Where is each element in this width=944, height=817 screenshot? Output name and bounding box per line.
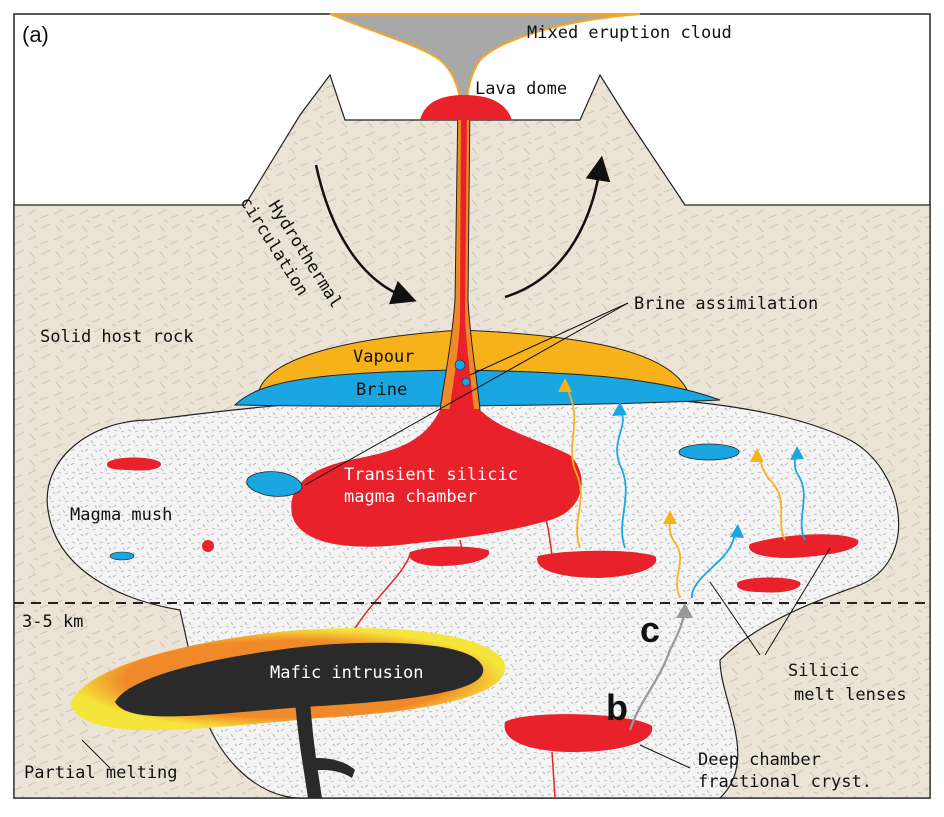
deep-fluid-arrow [628, 609, 686, 731]
label-magma-mush: Magma mush [70, 505, 172, 525]
lava-dome [420, 95, 512, 120]
leader-lines [81, 302, 831, 769]
label-host-rock: Solid host rock [40, 327, 194, 347]
brine-droplet [454, 359, 466, 371]
feeder-dike [347, 554, 411, 641]
label-chamber-line2: magma chamber [344, 487, 477, 507]
marker-c: c [640, 609, 660, 650]
label-partial-melting: Partial melting [24, 763, 178, 783]
conduit-core [448, 110, 475, 420]
leader-line [469, 302, 629, 376]
label-deep-line2: fractional cryst. [698, 772, 872, 792]
leader-line [639, 744, 691, 769]
label-brine: Brine [356, 380, 407, 400]
melt-lens [106, 457, 161, 471]
deep-chamber [504, 714, 653, 752]
label-silicic-line1: Silicic [788, 661, 860, 681]
vapour-arrow [564, 384, 582, 549]
leader-line [81, 739, 111, 769]
arrowhead [676, 603, 693, 618]
brine-arrow [691, 529, 736, 599]
label-silicic-line2: melt lenses [794, 685, 907, 705]
hydrothermal-arrow-down [314, 164, 417, 305]
leader-line [709, 581, 761, 656]
brine-pocket [109, 551, 135, 561]
arrowhead [790, 446, 804, 460]
arrowheads [558, 378, 804, 618]
transient-magma-chamber [291, 410, 582, 547]
melt-lens [749, 534, 859, 558]
label-mafic-intrusion: Mafic intrusion [270, 663, 424, 683]
mafic-dike [295, 700, 355, 798]
label-brine-assimilation: Brine assimilation [634, 294, 818, 314]
arrowhead [612, 402, 627, 416]
arrowhead [558, 378, 572, 392]
melt-lens [409, 546, 490, 566]
panel-label: (a) [22, 22, 49, 47]
arrowhead [663, 510, 677, 524]
feeder-dike [539, 499, 553, 557]
melt-lens [202, 540, 214, 552]
label-depth: 3-5 km [22, 612, 83, 632]
brine-pocket [678, 443, 740, 461]
leader-line [304, 302, 629, 486]
mafic-intrusion [115, 642, 484, 717]
arrowhead [730, 524, 744, 538]
brine-pocket [246, 471, 303, 497]
melt-lens [736, 577, 801, 593]
arrowhead [750, 448, 764, 462]
hydrothermal-arrow-up [504, 155, 611, 299]
brine-arrow [616, 409, 627, 549]
feeder-dike [551, 751, 556, 799]
brine-droplet [461, 377, 471, 387]
label-lava-dome: Lava dome [475, 79, 567, 99]
label-vapour: Vapour [353, 347, 414, 367]
melt-lens [537, 550, 657, 578]
feeder-dike [459, 539, 463, 557]
label-chamber-line1: Transient silicic [344, 465, 518, 485]
label-eruption-cloud: Mixed eruption cloud [527, 23, 732, 43]
marker-b: b [606, 687, 628, 728]
label-deep-line1: Deep chamber [698, 750, 821, 770]
leader-line [764, 547, 831, 656]
